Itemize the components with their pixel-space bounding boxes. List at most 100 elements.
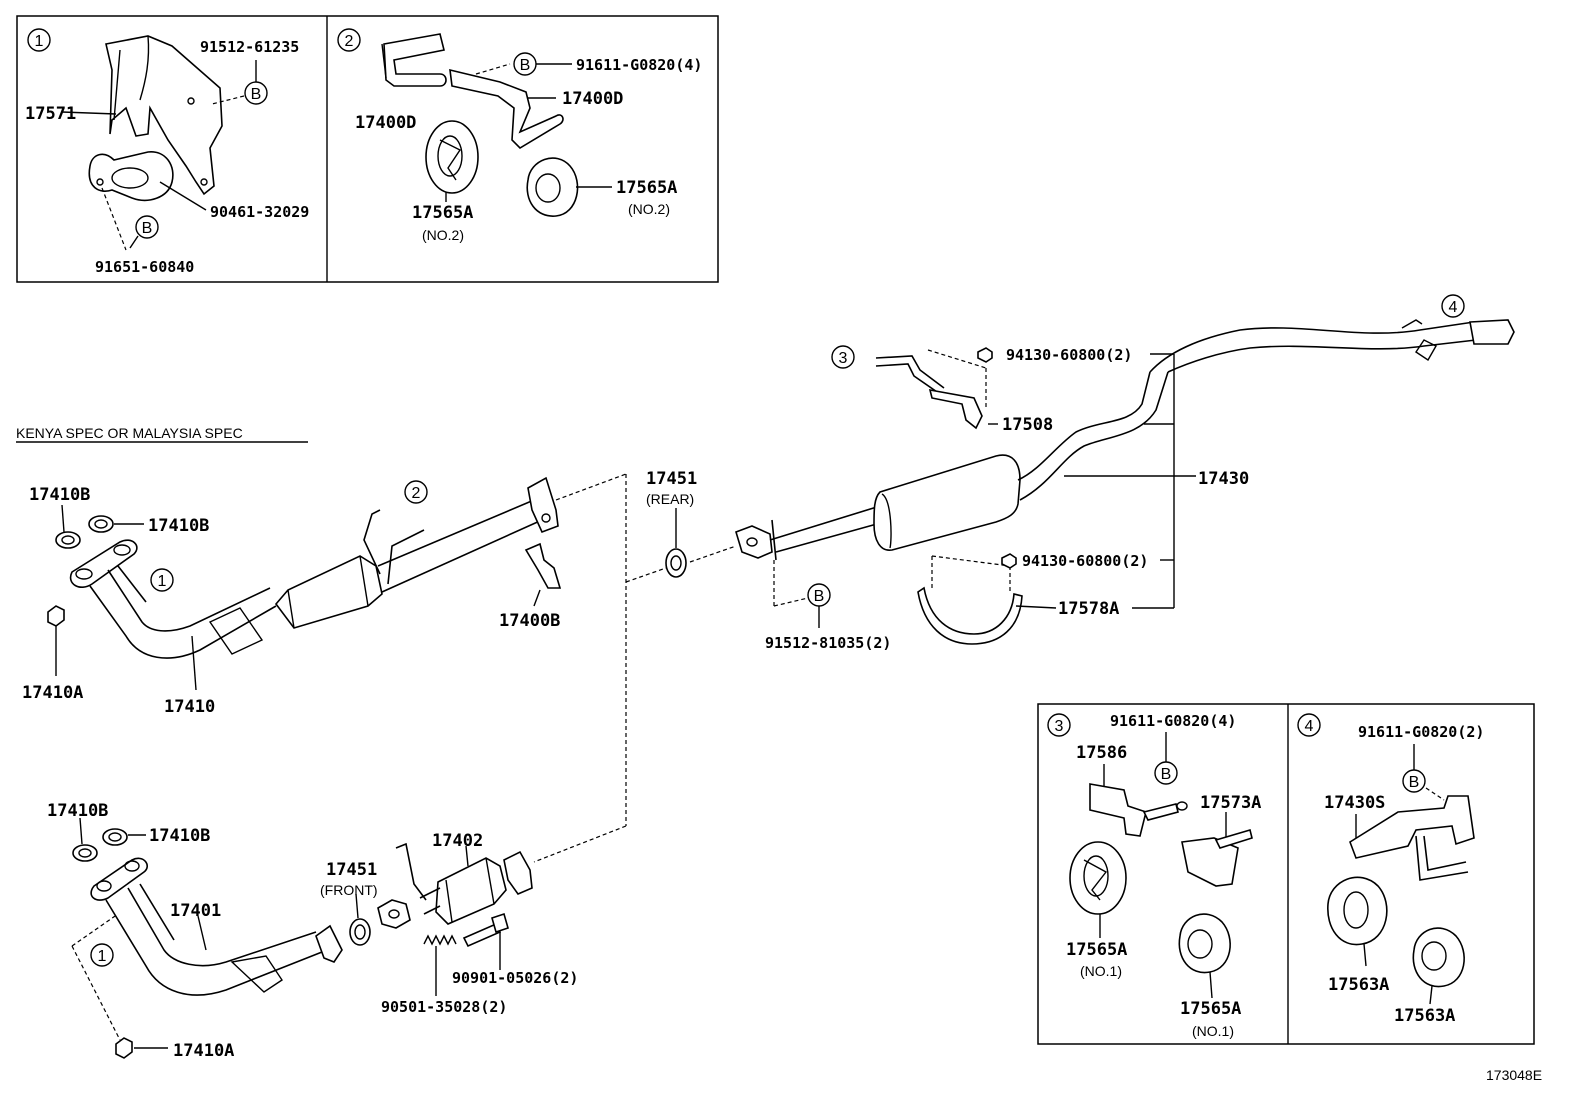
part-17410a: 17410A <box>22 683 83 703</box>
part-17400d: 17400D <box>355 113 416 133</box>
gasket <box>55 531 81 549</box>
callout-1-label: 1 <box>98 948 107 965</box>
pipe-flange <box>735 525 773 559</box>
callout-1-label: 1 <box>35 33 44 50</box>
rubber-mount <box>1178 913 1231 974</box>
lower-front-pipe-assembly: 1 17410B 17410B 17401 17410A 17402 17451… <box>47 801 578 1061</box>
hanger-bracket <box>383 33 447 87</box>
part-17565a-note: (NO.1) <box>1080 963 1122 979</box>
part-91512-61235: 91512-61235 <box>200 38 299 56</box>
callout-2-label: 2 <box>345 33 354 50</box>
part-17565a-note: (NO.2) <box>628 201 670 217</box>
callout-4-circle <box>1297 713 1321 737</box>
nut <box>1001 553 1017 569</box>
part-17410b: 17410B <box>149 826 210 846</box>
part-17565a: 17565A <box>412 203 473 223</box>
inset-3: 3 91611-G0820(4) B 17586 17573A 17565A (… <box>1047 712 1261 1039</box>
hanger-bracket <box>1089 783 1147 837</box>
inset-box-1-2 <box>16 15 719 283</box>
part-17451: 17451 <box>326 860 377 880</box>
part-91512-81035: 91512-81035(2) <box>765 634 891 652</box>
front-pipe <box>105 899 323 996</box>
bolt <box>1142 803 1179 821</box>
part-17573a: 17573A <box>1200 793 1261 813</box>
part-17565a-note: (NO.1) <box>1192 1023 1234 1039</box>
part-90461-32029: 90461-32029 <box>210 203 309 221</box>
callout-b-label: B <box>814 588 825 605</box>
gasket <box>88 515 114 533</box>
spec-label: KENYA SPEC OR MALAYSIA SPEC <box>16 425 243 441</box>
callout-1-circle <box>27 28 51 52</box>
pipe-flange <box>377 899 411 929</box>
part-17565a: 17565A <box>616 178 677 198</box>
rear-section: 17451 (REAR) B 91512-81035(2) 4 <box>646 294 1515 652</box>
connection-lines <box>533 473 737 863</box>
callout-1-circle <box>90 943 114 967</box>
part-17400d: 17400D <box>562 89 623 109</box>
callout-b-circle <box>1154 761 1178 785</box>
flange-nut <box>47 605 65 627</box>
callout-b-label: B <box>520 57 531 74</box>
rubber-mount <box>1412 927 1465 988</box>
front-pipe <box>89 585 277 659</box>
inset-box-3-4 <box>1037 703 1535 1045</box>
callout-b-label: B <box>142 220 153 237</box>
hanger-plate <box>1181 837 1239 887</box>
part-17451-note: (FRONT) <box>320 882 378 898</box>
tail-pipe-tip <box>1469 319 1515 345</box>
gasket <box>72 844 98 862</box>
part-17410: 17410 <box>164 697 215 717</box>
callout-b-circle <box>244 81 268 105</box>
gasket <box>102 828 128 846</box>
muffler-band <box>917 586 1023 645</box>
part-17430: 17430 <box>1198 469 1249 489</box>
part-17563a: 17563A <box>1394 1006 1455 1026</box>
part-17410b: 17410B <box>29 485 90 505</box>
part-17565a: 17565A <box>1066 940 1127 960</box>
compression-spring <box>423 934 457 946</box>
nut <box>977 347 993 363</box>
figure-code: 173048E <box>1486 1067 1542 1083</box>
part-17565a: 17565A <box>1180 999 1241 1019</box>
part-17508: 17508 <box>1002 415 1053 435</box>
part-17430s: 17430S <box>1324 793 1385 813</box>
rubber-mount <box>1069 841 1127 915</box>
part-17401: 17401 <box>170 901 221 921</box>
callout-b-circle <box>135 215 159 239</box>
main-muffler <box>873 454 1021 551</box>
callout-3-circle <box>831 345 855 369</box>
part-17402: 17402 <box>432 831 483 851</box>
callout-b-label: B <box>251 86 262 103</box>
callout-2-label: 2 <box>412 485 421 502</box>
callout-2-circle <box>404 480 428 504</box>
gasket <box>349 918 371 946</box>
inset-1: 1 17571 91512-61235 B 90461-32029 B 9165… <box>25 28 309 276</box>
manifold-flange <box>90 857 148 901</box>
gasket <box>665 548 687 578</box>
callout-b-label: B <box>1161 766 1172 783</box>
part-94130-60800: 94130-60800(2) <box>1006 346 1132 364</box>
pipe-clamp <box>88 151 174 202</box>
part-91611-g0820-4: 91611-G0820(4) <box>1110 712 1236 730</box>
part-17451-note: (REAR) <box>646 491 694 507</box>
rubber-mount <box>526 157 579 217</box>
part-90501-35028: 90501-35028(2) <box>381 998 507 1016</box>
part-17451: 17451 <box>646 469 697 489</box>
manifold-flange <box>69 539 138 588</box>
upper-front-pipe-assembly: 2 1 17410B 17410B 17410A 17410 17400B <box>22 476 562 717</box>
inset-2: 2 91611-G0820(4) B 17400D 17400D 17565A … <box>337 28 702 243</box>
part-17578a: 17578A <box>1058 599 1119 619</box>
callout-3-circle <box>1047 713 1071 737</box>
part-17586: 17586 <box>1076 743 1127 763</box>
part-17410b: 17410B <box>148 516 209 536</box>
part-94130-60800: 94130-60800(2) <box>1022 552 1148 570</box>
rubber-mount <box>425 120 479 194</box>
heat-shield <box>105 35 223 196</box>
callout-3-label: 3 <box>839 350 848 367</box>
hanger-bracket <box>928 388 983 430</box>
catalytic-converter <box>274 555 383 629</box>
part-91611-g0820-4: 91611-G0820(4) <box>576 56 702 74</box>
flange-nut <box>115 1037 133 1059</box>
part-17410a: 17410A <box>173 1041 234 1061</box>
